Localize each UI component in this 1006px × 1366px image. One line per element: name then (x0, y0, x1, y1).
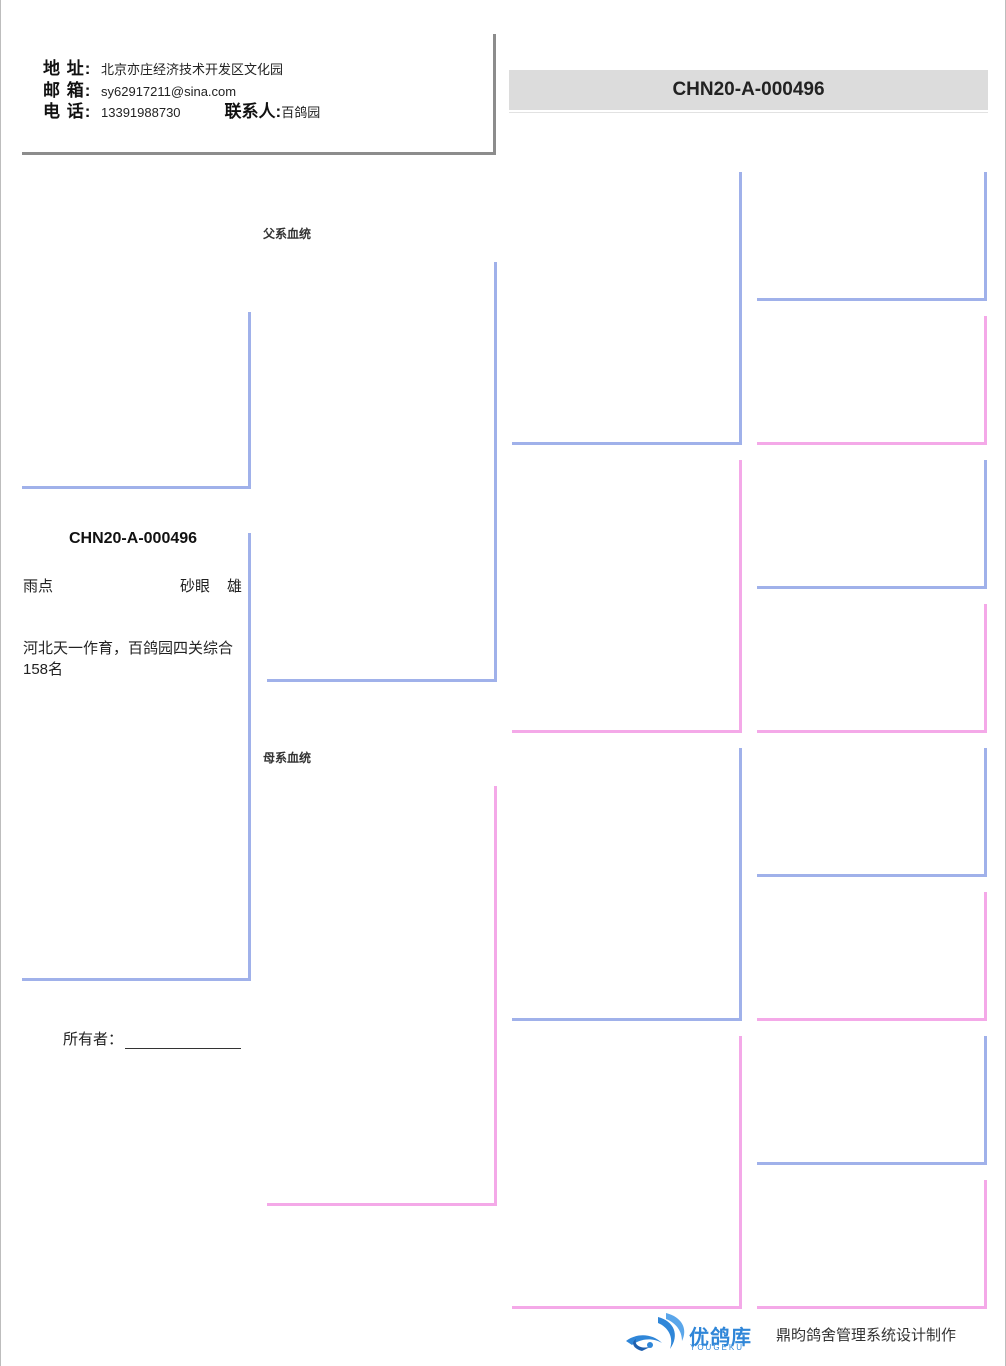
great-grandparent-4-bracket (757, 604, 987, 733)
great-grandparent-7-bracket (757, 1036, 987, 1165)
footer-credit: 鼎昀鸽舍管理系统设计制作 (776, 1327, 957, 1344)
great-grandparent-5-bracket (757, 748, 987, 877)
subject-note: 河北天一作育，百鸽园四关综合158名 (23, 640, 234, 678)
address-label: 地 址: (43, 59, 92, 78)
phone-value: 13391988730 (101, 105, 181, 120)
sire-bracket (267, 262, 497, 682)
brand-logo-icon (626, 1313, 685, 1351)
subject-sex: 雄 (227, 578, 243, 595)
subject-top-bracket (22, 312, 251, 489)
subject-color: 雨点 (23, 578, 54, 595)
subject-ring-number: CHN20-A-000496 (68, 530, 198, 547)
owner-signature-line[interactable] (125, 1032, 242, 1049)
footer-brand-english: YOUGEKU (690, 1343, 745, 1352)
contact-box: 地 址: 北京亦庄经济技术开发区文化园 邮 箱: sy62917211@sina… (22, 34, 496, 155)
grandparent-1-bracket (512, 172, 742, 445)
address-row: 地 址: 北京亦庄经济技术开发区文化园 (43, 54, 283, 79)
header-divider (509, 112, 988, 113)
subject-main-bracket (22, 533, 251, 981)
grandparent-4-bracket (512, 1036, 742, 1309)
great-grandparent-2-bracket (757, 316, 987, 445)
great-grandparent-3-bracket (757, 460, 987, 589)
owner-label: 所有者： (63, 1031, 124, 1048)
phone-row: 电 话: 13391988730 联系人: 百鸽园 (43, 97, 320, 122)
phone-label: 电 话: (43, 102, 92, 121)
maternal-label: 母系血统 (263, 751, 312, 765)
great-grandparent-6-bracket (757, 892, 987, 1021)
great-grandparent-8-bracket (757, 1180, 987, 1309)
dam-bracket (267, 786, 497, 1206)
grandparent-2-bracket (512, 460, 742, 733)
footer-brand-name: 优鸽库 (689, 1327, 752, 1349)
email-row: 邮 箱: sy62917211@sina.com (43, 76, 236, 101)
contact-person-label: 联系人: (224, 102, 282, 121)
paternal-label: 父系血统 (263, 227, 312, 241)
grandparent-3-bracket (512, 748, 742, 1021)
email-value: sy62917211@sina.com (101, 84, 237, 99)
header-ring-number: CHN20-A-000496 (509, 70, 988, 110)
email-label: 邮 箱: (43, 81, 92, 100)
contact-person-value: 百鸽园 (281, 105, 321, 120)
address-value: 北京亦庄经济技术开发区文化园 (101, 62, 284, 77)
subject-eye: 砂眼 (180, 578, 211, 595)
owner-field: 所有者： (63, 1028, 242, 1049)
great-grandparent-1-bracket (757, 172, 987, 301)
